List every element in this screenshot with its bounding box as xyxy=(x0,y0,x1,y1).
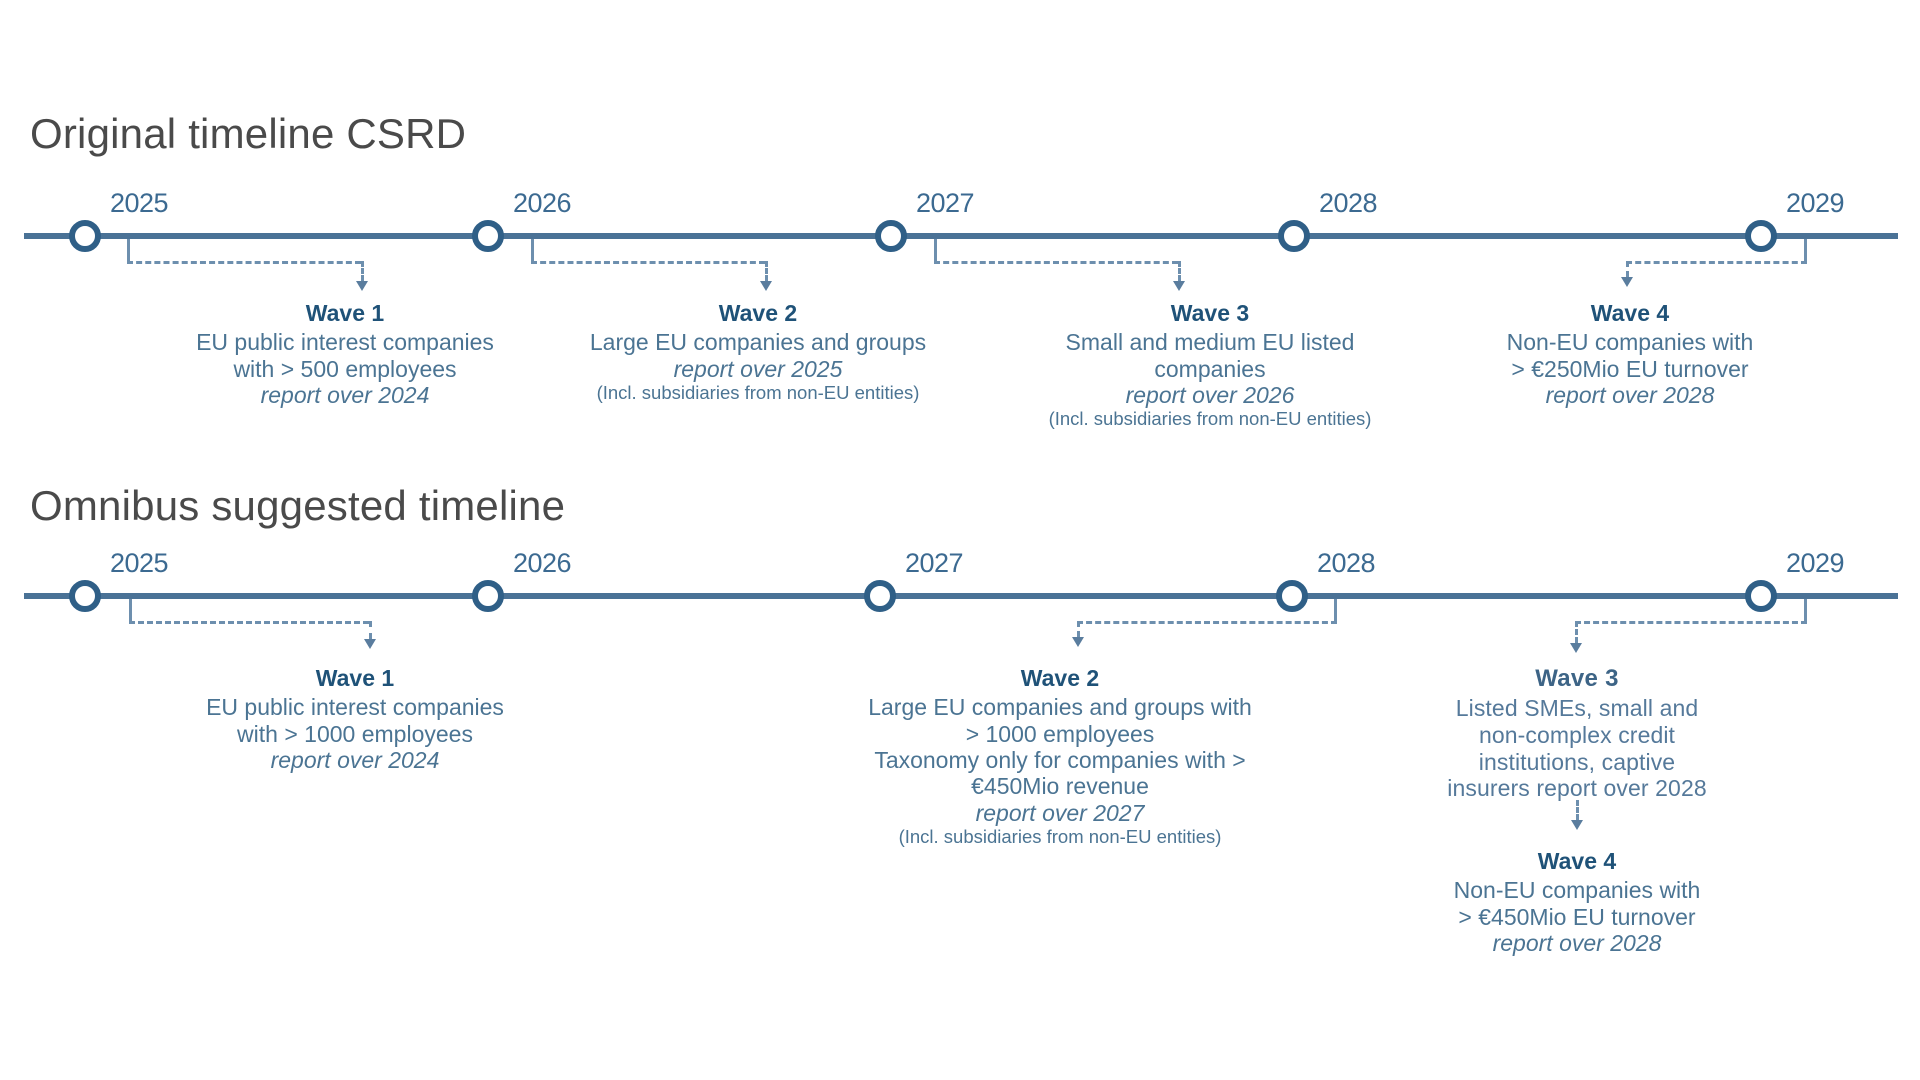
wave-title: Wave 4 xyxy=(1590,300,1670,326)
year-label-2029: 2029 xyxy=(1786,188,1845,218)
timeline-axis-original xyxy=(24,233,1898,239)
wave-line: Large EU companies and groups with xyxy=(868,694,1252,721)
connector-arrow-wave3 xyxy=(1173,281,1185,291)
wave-title: Wave 2 xyxy=(1020,665,1100,691)
timeline-node-2029[interactable] xyxy=(1745,580,1777,612)
connector-vertical-wave3 xyxy=(1575,621,1578,643)
timeline-node-2028[interactable] xyxy=(1276,580,1308,612)
timeline-node-2026[interactable] xyxy=(472,220,504,252)
connector-stub-wave3 xyxy=(1804,599,1807,621)
connector-stub-wave2 xyxy=(531,239,534,261)
connector-horizontal-wave2 xyxy=(531,261,765,264)
connector-stub-wave1 xyxy=(127,239,130,261)
wave-line: report over 2027 xyxy=(975,799,1145,826)
wave-block-omnibus-1: Wave 1 EU public interest companies with… xyxy=(195,665,515,773)
connector-horizontal-wave1 xyxy=(129,621,369,624)
wave-title: Wave 4 xyxy=(1537,848,1617,874)
connector-horizontal-wave3 xyxy=(1575,621,1807,624)
timeline-node-2027[interactable] xyxy=(875,220,907,252)
wave-line: (Incl. subsidiaries from non-EU entities… xyxy=(1048,408,1372,430)
wave-line: (Incl. subsidiaries from non-EU entities… xyxy=(898,826,1222,848)
connector-vertical-wave1 xyxy=(369,621,372,639)
timeline-node-2029[interactable] xyxy=(1745,220,1777,252)
year-label-2026: 2026 xyxy=(513,548,572,578)
wave-block-original-4: Wave 4 Non-EU companies with > €250Mio E… xyxy=(1475,300,1785,408)
connector-stub-wave1 xyxy=(129,599,132,621)
connector-vertical-wave2 xyxy=(765,261,768,281)
wave-line: EU public interest companies xyxy=(196,329,494,356)
section-title-original: Original timeline CSRD xyxy=(30,110,467,157)
connector-arrow-wave1 xyxy=(364,639,376,649)
wave-line: companies xyxy=(1154,355,1266,382)
connector-stub-wave3 xyxy=(934,239,937,261)
year-label-2028: 2028 xyxy=(1317,548,1376,578)
wave-line: institutions, captive xyxy=(1478,748,1676,775)
timeline-node-2026[interactable] xyxy=(472,580,504,612)
year-label-2025: 2025 xyxy=(110,548,169,578)
wave-line: > €250Mio EU turnover xyxy=(1511,355,1749,382)
wave-block-omnibus-2: Wave 2 Large EU companies and groups wit… xyxy=(855,665,1265,848)
wave-line: report over 2025 xyxy=(673,355,843,382)
connector-vertical-wave2 xyxy=(1077,621,1080,637)
connector-arrow-wave2 xyxy=(1072,637,1084,647)
connector-arrow-wave3 xyxy=(1570,643,1582,653)
wave-title: Wave 2 xyxy=(718,300,798,326)
wave-block-omnibus-4: Wave 4 Non-EU companies with > €450Mio E… xyxy=(1427,848,1727,956)
connector-arrow-wave1 xyxy=(356,281,368,291)
wave-line: report over 2028 xyxy=(1545,382,1715,408)
connector-vertical-wave1 xyxy=(361,261,364,281)
wave-line: report over 2024 xyxy=(260,382,430,408)
wave-line: Taxonomy only for companies with > xyxy=(874,747,1246,773)
connector-arrow-wave4 xyxy=(1571,820,1583,830)
connector-stub-wave4 xyxy=(1804,239,1807,261)
connector-horizontal-wave1 xyxy=(127,261,361,264)
wave-line: report over 2028 xyxy=(1492,930,1662,956)
connector-arrow-wave4 xyxy=(1621,277,1633,287)
wave-line: report over 2026 xyxy=(1125,382,1295,408)
wave-block-original-2: Wave 2 Large EU companies and groups rep… xyxy=(578,300,938,403)
year-label-2028: 2028 xyxy=(1319,188,1378,218)
year-label-2025: 2025 xyxy=(110,188,169,218)
connector-horizontal-wave2 xyxy=(1077,621,1337,624)
timeline-node-2028[interactable] xyxy=(1278,220,1310,252)
timeline-axis-omnibus xyxy=(24,593,1898,599)
wave-title: Wave 3 xyxy=(1170,300,1250,326)
wave-block-original-3: Wave 3 Small and medium EU listed compan… xyxy=(1030,300,1390,430)
wave-line: (Incl. subsidiaries from non-EU entities… xyxy=(596,382,920,403)
wave-block-omnibus-3: Wave 3 Listed SMEs, small and non-comple… xyxy=(1427,665,1727,802)
wave-line: insurers report over 2028 xyxy=(1447,775,1707,802)
wave-title: Wave 1 xyxy=(315,665,395,691)
connector-horizontal-wave3 xyxy=(934,261,1178,264)
wave-line: Non-EU companies with xyxy=(1453,877,1701,904)
year-label-2027: 2027 xyxy=(916,188,975,218)
wave-line: EU public interest companies xyxy=(206,694,504,721)
timeline-node-2025[interactable] xyxy=(69,220,101,252)
connector-stub-wave2 xyxy=(1334,599,1337,621)
connector-horizontal-wave4 xyxy=(1626,261,1807,264)
wave-line: > €450Mio EU turnover xyxy=(1458,903,1696,930)
wave-line: with > 1000 employees xyxy=(237,720,473,747)
wave-line: report over 2024 xyxy=(270,747,440,773)
timeline-node-2025[interactable] xyxy=(69,580,101,612)
year-label-2026: 2026 xyxy=(513,188,572,218)
wave-line: €450Mio revenue xyxy=(971,773,1149,800)
wave-line: with > 500 employees xyxy=(233,355,457,382)
section-title-omnibus: Omnibus suggested timeline xyxy=(30,482,566,529)
wave-line: Large EU companies and groups xyxy=(589,329,927,356)
year-label-2029: 2029 xyxy=(1786,548,1845,578)
connector-vertical-wave3 xyxy=(1178,261,1181,281)
wave-line: > 1000 employees xyxy=(965,720,1155,747)
wave-line: Small and medium EU listed xyxy=(1065,329,1355,356)
wave-title: Wave 1 xyxy=(305,300,385,326)
wave-line: Listed SMEs, small and xyxy=(1455,695,1699,722)
connector-vertical-wave4 xyxy=(1626,261,1629,277)
wave-line: non-complex credit xyxy=(1478,721,1676,748)
timeline-node-2027[interactable] xyxy=(864,580,896,612)
year-label-2027: 2027 xyxy=(905,548,964,578)
wave-title: Wave 3 xyxy=(1535,665,1619,692)
connector-arrow-wave2 xyxy=(760,281,772,291)
wave-line: Non-EU companies with xyxy=(1506,329,1754,356)
wave-block-original-1: Wave 1 EU public interest companies with… xyxy=(190,300,500,408)
connector-vertical-wave3-to-wave4 xyxy=(1576,800,1579,820)
